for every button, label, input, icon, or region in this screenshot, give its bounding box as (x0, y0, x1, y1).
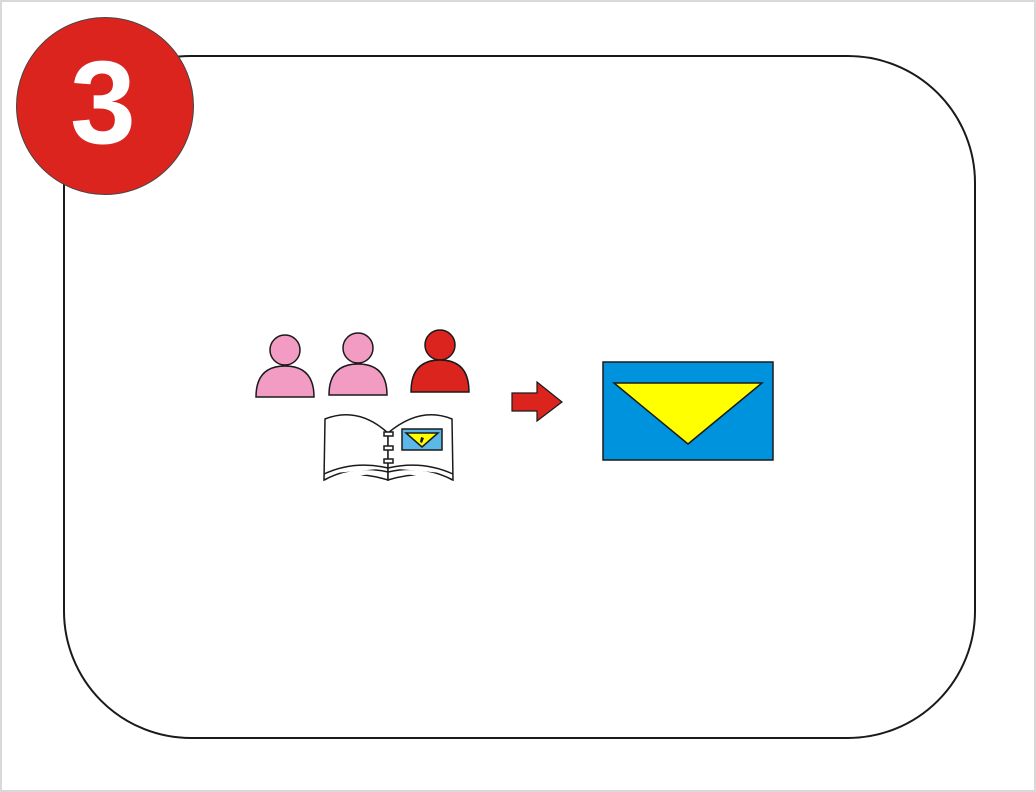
person-icon-pink-1 (255, 334, 315, 398)
envelope-icon (602, 361, 774, 461)
person-icon-pink-2 (328, 332, 388, 396)
arrow-right-icon (511, 380, 563, 423)
step-badge: 3 (16, 17, 194, 195)
step-number: 3 (70, 37, 136, 169)
open-book-icon (323, 414, 454, 482)
person-icon-red (410, 329, 470, 393)
